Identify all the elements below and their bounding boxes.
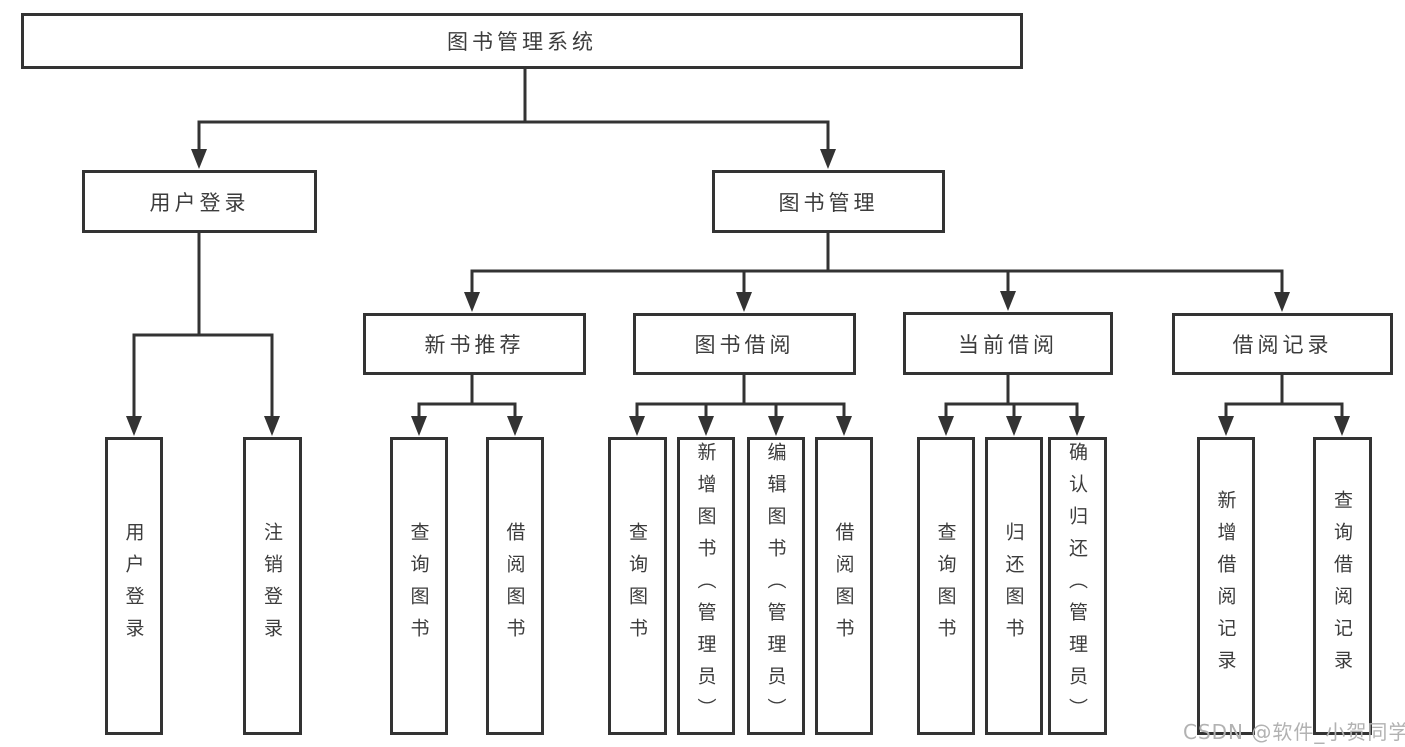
leaf-query-book-borrowing: 查询图书 <box>608 437 667 735</box>
leaf-return-book: 归还图书 <box>985 437 1043 735</box>
node-new-book-recommend: 新书推荐 <box>363 313 586 375</box>
leaf-user-login: 用户登录 <box>105 437 163 735</box>
leaf-edit-book-admin: 编辑图书（管理员） <box>747 437 805 735</box>
node-user-login: 用户登录 <box>82 170 317 233</box>
node-system-root: 图书管理系统 <box>21 13 1023 69</box>
leaf-query-borrow-record: 查询借阅记录 <box>1313 437 1372 735</box>
leaf-borrow-book: 借阅图书 <box>815 437 873 735</box>
node-book-management: 图书管理 <box>712 170 945 233</box>
leaf-add-borrow-record: 新增借阅记录 <box>1197 437 1255 735</box>
node-borrow-records: 借阅记录 <box>1172 313 1393 375</box>
leaf-logout: 注销登录 <box>243 437 302 735</box>
leaf-add-book-admin: 新增图书（管理员） <box>677 437 735 735</box>
node-current-borrowing: 当前借阅 <box>903 312 1113 375</box>
csdn-watermark: CSDN @软件_小贺同学 <box>1183 720 1405 744</box>
leaf-borrow-book-recommend: 借阅图书 <box>486 437 544 735</box>
leaf-confirm-return-admin: 确认归还（管理员） <box>1048 437 1107 735</box>
leaf-query-book-current: 查询图书 <box>917 437 975 735</box>
node-book-borrowing: 图书借阅 <box>633 313 856 375</box>
leaf-query-book-recommend: 查询图书 <box>390 437 448 735</box>
